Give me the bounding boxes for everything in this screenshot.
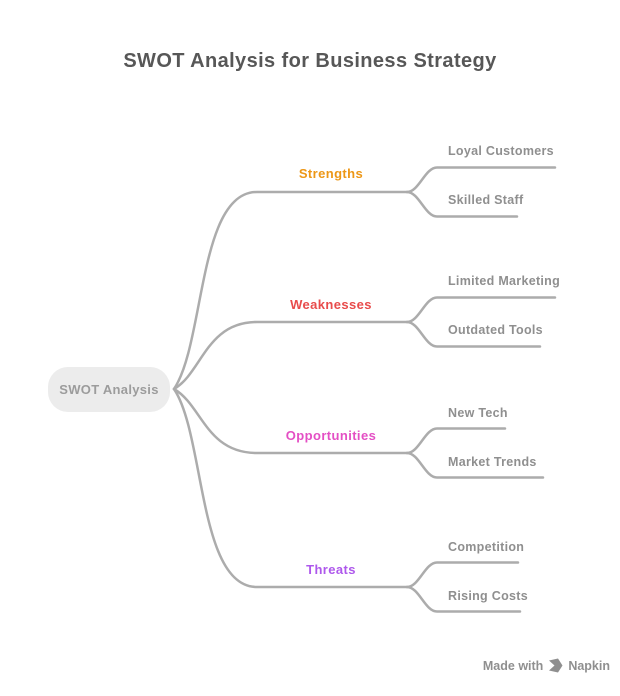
root-node-label: SWOT Analysis [59, 382, 159, 397]
leaf-label-new-tech[interactable]: New Tech [448, 406, 508, 420]
leaf-label-limited-marketing[interactable]: Limited Marketing [448, 274, 561, 288]
leaf-label-outdated-tools[interactable]: Outdated Tools [448, 323, 543, 337]
napkin-brand-text: Napkin [568, 658, 610, 673]
branch-label-strengths[interactable]: Strengths [298, 166, 364, 181]
branch-connector-strengths [172, 190, 409, 391]
branch-connector-opportunities [172, 387, 409, 455]
leaf-connector-skilled-staff [405, 190, 519, 218]
diagram-title: SWOT Analysis for Business Strategy [123, 50, 497, 72]
branch-connector-threats [172, 387, 409, 589]
branch-label-threats[interactable]: Threats [306, 562, 356, 577]
leaf-connector-outdated-tools [405, 320, 542, 348]
made-with-napkin-link[interactable]: Made with Napkin [483, 658, 610, 673]
leaf-label-competition[interactable]: Competition [448, 540, 525, 554]
branch-label-opportunities[interactable]: Opportunities [285, 428, 377, 443]
leaf-label-loyal-customers[interactable]: Loyal Customers [448, 144, 554, 158]
leaf-connector-competition [405, 561, 520, 589]
root-node[interactable]: SWOT Analysis [48, 367, 170, 412]
leaf-connector-new-tech [405, 427, 507, 455]
leaf-label-rising-costs[interactable]: Rising Costs [448, 589, 528, 603]
branch-label-weaknesses[interactable]: Weaknesses [290, 297, 372, 312]
branch-connector-weaknesses [172, 320, 409, 391]
napkin-pen-nib-icon [549, 658, 563, 673]
connector-group [172, 166, 557, 613]
made-with-text: Made with [482, 658, 544, 673]
leaf-connector-limited-marketing [405, 296, 557, 324]
leaf-connector-market-trends [405, 451, 545, 479]
leaf-label-market-trends[interactable]: Market Trends [448, 455, 537, 469]
leaf-connector-loyal-customers [405, 166, 557, 194]
leaf-connector-rising-costs [405, 585, 522, 613]
leaf-label-skilled-staff[interactable]: Skilled Staff [448, 193, 524, 207]
